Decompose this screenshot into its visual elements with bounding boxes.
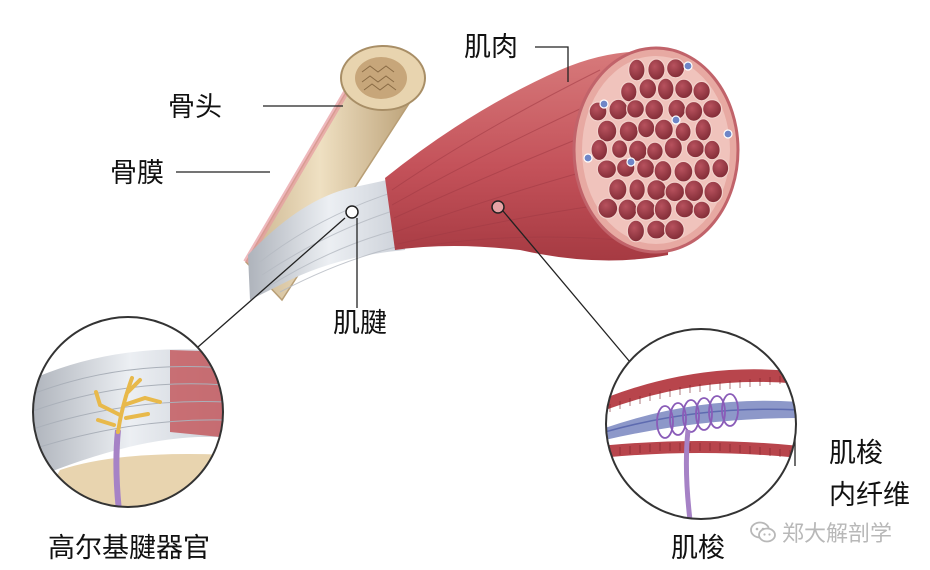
watermark-text: 郑大解剖学 — [782, 522, 893, 547]
muscle-fascicle — [684, 100, 704, 122]
muscle-fascicle — [653, 197, 673, 222]
muscle-fascicle — [674, 78, 694, 100]
muscle-fascicle — [653, 118, 674, 141]
muscle-fascicle — [663, 136, 684, 160]
muscle-fascicle — [694, 118, 713, 142]
muscle-spindle-dot — [671, 115, 681, 125]
muscle-fascicle — [635, 157, 656, 179]
muscle-fascicle — [692, 80, 711, 102]
tendon-marker — [345, 205, 359, 219]
muscle-fascicle — [590, 138, 609, 162]
muscle-fascicle — [703, 139, 721, 161]
muscle-belly — [385, 46, 740, 261]
muscle-fascicle — [693, 157, 711, 181]
muscle-spindle-dot — [683, 61, 693, 71]
muscle-fascicle — [617, 198, 638, 221]
muscle-spindle-dot — [723, 129, 733, 139]
muscle-fascicle — [618, 120, 639, 143]
muscle-fascicle — [625, 99, 645, 119]
muscle-fascicle — [685, 138, 706, 159]
muscle-fascicle — [673, 160, 694, 183]
label-bone-head: 骨头 — [168, 92, 222, 123]
muscle-fascicle — [683, 179, 705, 203]
label-muscle: 肌肉 — [464, 32, 518, 63]
spindle-leader — [502, 210, 631, 363]
muscle-fascicle — [653, 159, 673, 183]
muscle-fascicle — [665, 58, 686, 79]
muscle-fascicle — [628, 178, 646, 202]
label-muscle-spindle: 肌梭 — [671, 533, 725, 564]
muscle-fascicle — [596, 119, 618, 143]
muscle-fascicle — [664, 218, 685, 241]
muscle-fascicle — [619, 81, 638, 103]
muscle-spindle-dot — [599, 99, 609, 109]
muscle-fascicle — [626, 219, 646, 243]
muscle-fascicle — [692, 200, 712, 220]
wechat-icon — [750, 521, 776, 543]
muscle-fascicle — [644, 98, 665, 121]
tendon — [248, 175, 410, 300]
muscle-fascicle — [674, 121, 692, 143]
label-periosteum: 骨膜 — [110, 158, 164, 189]
muscle-fascicle — [647, 58, 666, 81]
watermark: 郑大解剖学 — [750, 516, 892, 548]
muscle-fascicle — [608, 178, 628, 201]
muscle-fascicle — [627, 58, 646, 82]
muscle-fascicle — [701, 98, 723, 119]
muscle-fascicle — [596, 159, 618, 180]
muscle-spindle-dot — [626, 157, 636, 167]
muscle-fascicle — [638, 78, 658, 100]
label-tendon: 肌腱 — [333, 308, 387, 339]
muscle-fascicle — [703, 180, 724, 204]
muscle-fascicle — [610, 139, 629, 160]
muscle-fascicle — [664, 181, 686, 203]
muscle-spindle-inset — [605, 328, 797, 520]
label-intrafusal-line2: 内纤维 — [829, 480, 910, 511]
muscle-fascicle — [608, 98, 629, 121]
muscle-fascicle — [597, 197, 619, 219]
muscle-fascicle — [674, 198, 695, 219]
golgi-leader — [189, 217, 346, 355]
leader-lines — [176, 46, 796, 466]
label-golgi-tendon-organ: 高尔基腱器官 — [48, 533, 210, 564]
muscle-fascicle — [637, 117, 656, 139]
muscle-fascicle — [656, 77, 675, 101]
muscle-fascicle — [646, 141, 664, 161]
muscle-fascicle — [711, 158, 730, 179]
spindle-marker — [491, 200, 505, 214]
label-intrafusal-line1: 肌梭 — [829, 438, 883, 469]
muscle-leader — [535, 46, 569, 82]
muscle-spindle-dot — [583, 153, 593, 163]
muscle-fascicle — [635, 198, 657, 221]
muscle-fascicle — [646, 179, 667, 202]
golgi-tendon-organ-inset — [32, 316, 224, 508]
muscle-fascicle — [646, 219, 667, 240]
